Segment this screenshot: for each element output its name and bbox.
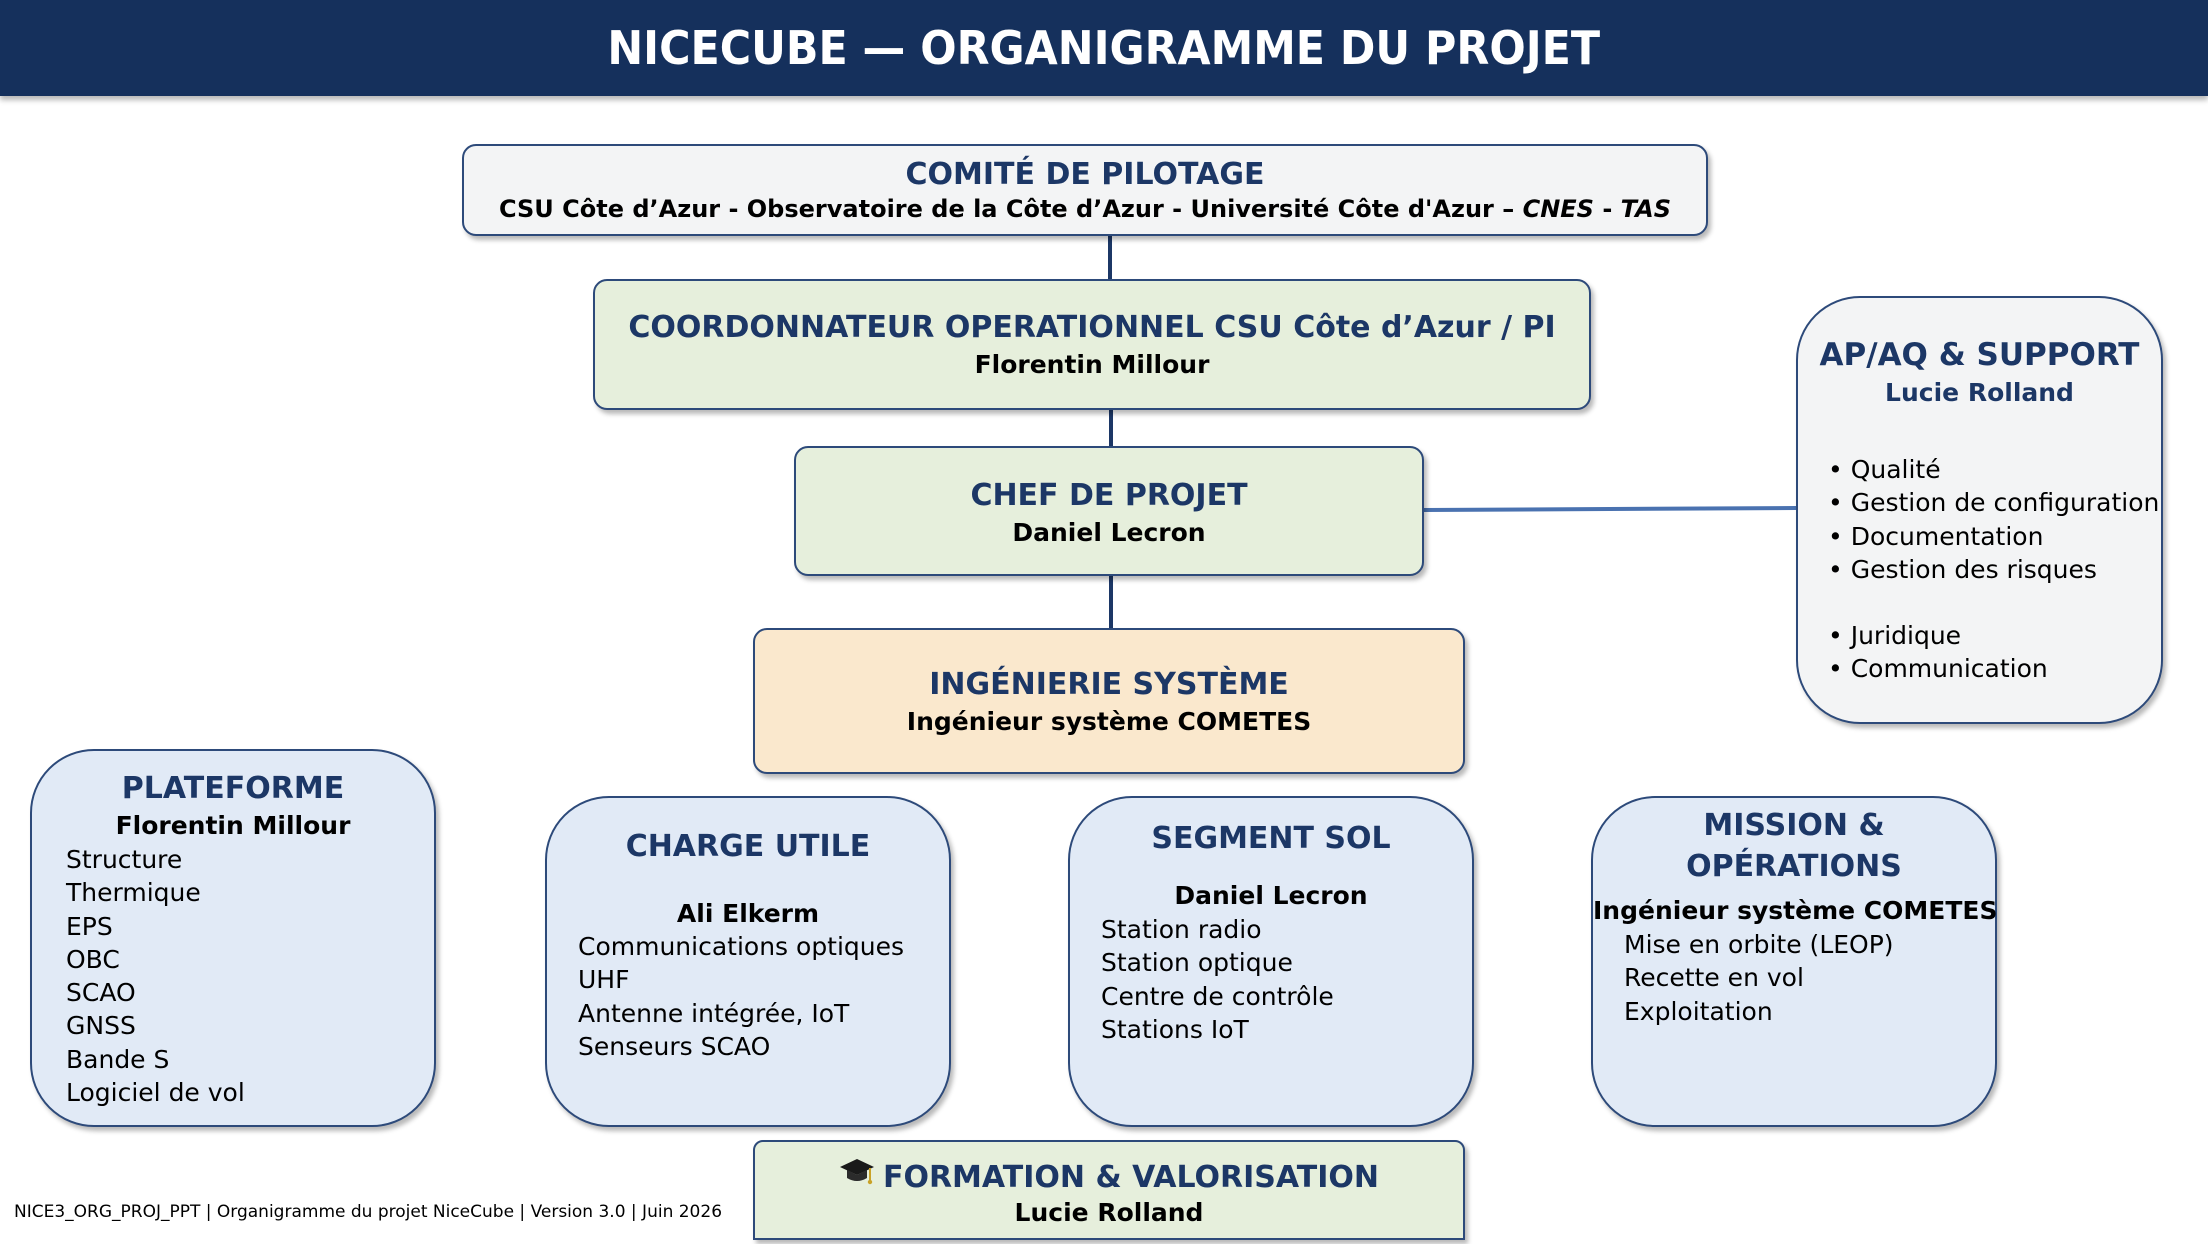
connector-lead-support <box>1423 506 1797 512</box>
systems-engineering-box: INGÉNIERIE SYSTÈME Ingénieur système COM… <box>753 628 1465 774</box>
support-item-label: Documentation <box>1850 521 2044 551</box>
payload-item: Senseurs SCAO <box>578 1031 771 1061</box>
payload-box: CHARGE UTILE Ali Elkerm Communications o… <box>545 796 951 1127</box>
platform-list: Structure Thermique EPS OBC SCAO GNSS Ba… <box>66 843 245 1109</box>
project-lead-box: CHEF DE PROJET Daniel Lecron <box>794 446 1424 576</box>
ground-segment-name: Daniel Lecron <box>1174 881 1368 910</box>
systems-engineering-title: INGÉNIERIE SYSTÈME <box>929 667 1289 702</box>
mission-operations-item: Exploitation <box>1624 996 1773 1026</box>
coordinator-title: COORDONNATEUR OPERATIONNEL CSU Côte d’Az… <box>628 310 1556 345</box>
steering-committee-members: CSU Côte d’Azur - Observatoire de la Côt… <box>464 192 1706 226</box>
platform-item: EPS <box>66 911 113 941</box>
support-item-label: Qualité <box>1850 455 1941 484</box>
mission-operations-item: Mise en orbite (LEOP) <box>1624 930 1894 959</box>
payload-list: Communications optiques UHF Antenne inté… <box>578 930 904 1063</box>
steering-member-tas: TAS <box>1620 195 1672 223</box>
support-item-documentation: • Documentation <box>1828 520 2159 553</box>
ground-segment-item: Centre de contrôle <box>1101 981 1334 1011</box>
bullet: • <box>1828 521 1843 551</box>
support-item-label: Juridique <box>1850 621 1962 651</box>
mission-operations-title-line2: OPÉRATIONS <box>1686 849 1902 884</box>
mission-operations-name: Ingénieur système COMETES <box>1593 896 1998 925</box>
support-item-label: Gestion de configuration <box>1850 488 2160 518</box>
training-name: Lucie Rolland <box>1014 1198 1204 1227</box>
support-item-label: Gestion des risques <box>1850 554 2097 584</box>
platform-item: Bande S <box>66 1044 170 1074</box>
support-item-configuration: • Gestion de configuration <box>1828 486 2159 519</box>
support-name: Lucie Rolland <box>1885 378 2074 407</box>
project-lead-name: Daniel Lecron <box>1012 518 1206 547</box>
platform-item: GNSS <box>66 1011 136 1041</box>
header-banner: NICECUBE — ORGANIGRAMME DU PROJET <box>0 0 2208 96</box>
steering-committee-box: COMITÉ DE PILOTAGE CSU Côte d’Azur - Obs… <box>462 144 1708 236</box>
payload-item: Communications optiques <box>578 932 905 961</box>
ground-segment-list: Station radio Station optique Centre de … <box>1101 913 1334 1046</box>
ground-segment-item: Stations IoT <box>1101 1014 1249 1044</box>
platform-box: PLATEFORME Florentin Millour Structure T… <box>30 749 436 1127</box>
page-title: NICECUBE — ORGANIGRAMME DU PROJET <box>607 21 1601 75</box>
platform-item: Logiciel de vol <box>66 1078 245 1108</box>
steering-member-cnes: CNES <box>1522 195 1594 223</box>
coordinator-name: Florentin Millour <box>974 350 1210 379</box>
graduation-cap-icon <box>839 1159 874 1185</box>
support-item-label: Communication <box>1850 654 2048 684</box>
payload-name: Ali Elkerm <box>676 899 820 928</box>
mission-operations-item: Recette en vol <box>1624 963 1804 993</box>
mission-operations-list: Mise en orbite (LEOP) Recette en vol Exp… <box>1624 928 1894 1028</box>
platform-item: Structure <box>66 845 183 874</box>
coordinator-box: COORDONNATEUR OPERATIONNEL CSU Côte d’Az… <box>593 279 1591 410</box>
payload-item: UHF <box>578 965 630 995</box>
bullet: • <box>1828 488 1843 518</box>
support-title: AP/AQ & SUPPORT <box>1819 337 2140 373</box>
support-item-communication: • Communication <box>1828 652 2159 685</box>
systems-engineering-name: Ingénieur système COMETES <box>906 707 1312 736</box>
ground-segment-title: SEGMENT SOL <box>1151 821 1391 856</box>
bullet: • <box>1828 455 1843 484</box>
project-lead-title: CHEF DE PROJET <box>970 478 1248 513</box>
platform-name: Florentin Millour <box>115 811 351 840</box>
bullet: • <box>1828 654 1843 684</box>
payload-title: CHARGE UTILE <box>625 829 871 864</box>
support-list-spacer <box>1828 586 2159 619</box>
support-item-quality: • Qualité <box>1828 453 2159 486</box>
support-list: • Qualité • Gestion de configuration • D… <box>1828 453 2159 686</box>
ground-segment-box: SEGMENT SOL Daniel Lecron Station radio … <box>1068 796 1474 1127</box>
steering-members-plain: CSU Côte d’Azur - Observatoire de la Côt… <box>498 195 1515 223</box>
support-box: AP/AQ & SUPPORT Lucie Rolland • Qualité … <box>1796 296 2163 724</box>
platform-item: SCAO <box>66 978 136 1008</box>
ground-segment-item: Station optique <box>1101 948 1293 978</box>
training-box: FORMATION & VALORISATION Lucie Rolland <box>753 1140 1465 1240</box>
steering-committee-title: COMITÉ DE PILOTAGE <box>905 157 1265 192</box>
footer-text: NICE3_ORG_PROJ_PPT | Organigramme du pro… <box>14 1202 723 1222</box>
mission-operations-title-line1: MISSION & <box>1703 808 1885 843</box>
platform-title: PLATEFORME <box>121 771 345 806</box>
mission-operations-box: MISSION & OPÉRATIONS Ingénieur système C… <box>1591 796 1997 1127</box>
ground-segment-item: Station radio <box>1101 915 1262 944</box>
steering-members-separator: - <box>1602 195 1613 223</box>
support-item-risks: • Gestion des risques <box>1828 553 2159 586</box>
bullet: • <box>1828 554 1843 584</box>
bullet: • <box>1828 621 1843 651</box>
platform-item: OBC <box>66 944 120 974</box>
training-title: FORMATION & VALORISATION <box>882 1160 1380 1195</box>
support-item-legal: • Juridique <box>1828 619 2159 652</box>
training-title-row: FORMATION & VALORISATION <box>755 1155 1463 1197</box>
platform-item: Thermique <box>66 878 201 908</box>
payload-item: Antenne intégrée, IoT <box>578 998 850 1028</box>
